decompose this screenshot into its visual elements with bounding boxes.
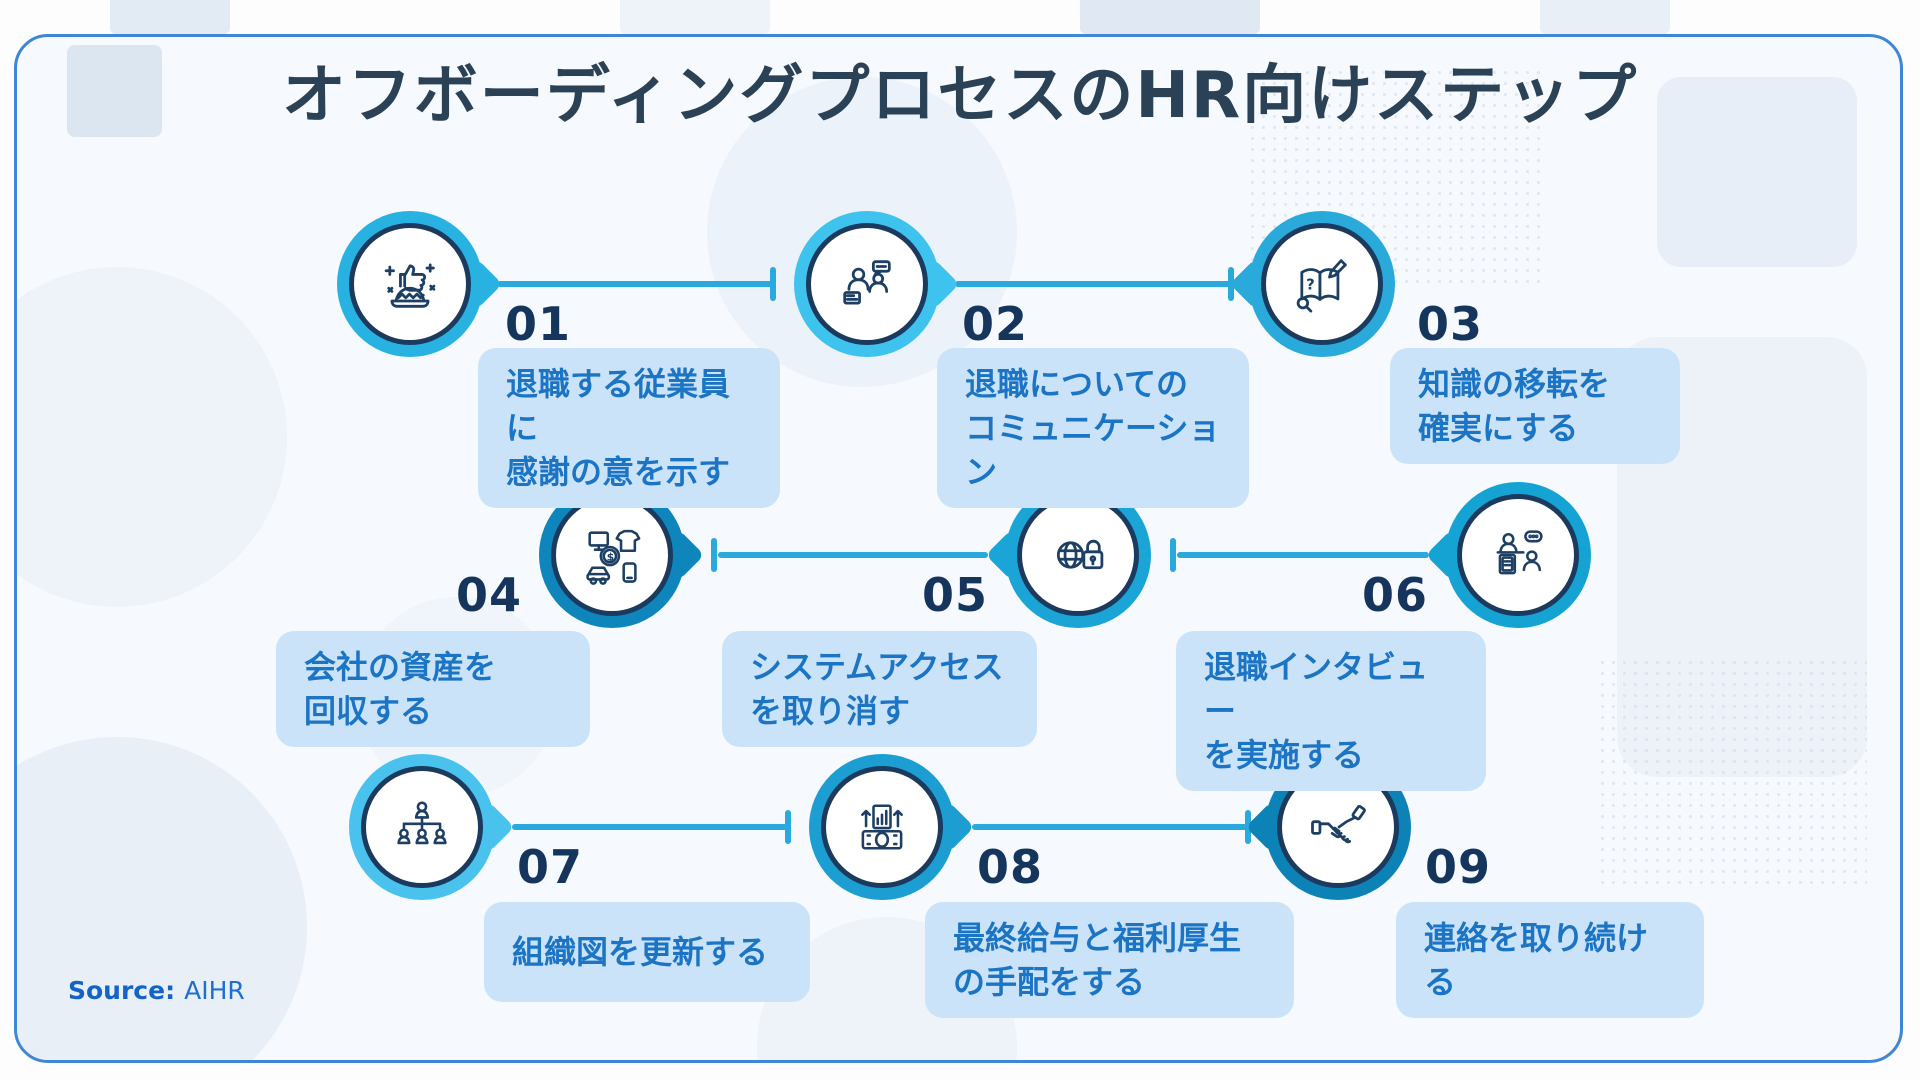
step-04-icon-circle: $: [551, 494, 673, 616]
step-03-icon-circle: ?: [1261, 223, 1383, 345]
step-05-label: システムアクセス を取り消す: [722, 631, 1037, 748]
background-decoration: [1597, 657, 1867, 887]
step-09-label: 連絡を取り続ける: [1396, 902, 1704, 1019]
step-08-icon-circle: [821, 766, 943, 888]
step-05-icon-circle: [1017, 494, 1139, 616]
connector-line: [972, 824, 1248, 830]
step-03-badge: ?: [1229, 211, 1395, 357]
step-03-number: 03: [1417, 297, 1484, 351]
connector-endcap: [711, 538, 717, 572]
background-decoration: [17, 737, 307, 1060]
step-01-badge: [337, 211, 503, 357]
source-value: AIHR: [184, 976, 245, 1005]
step-03-label: 知識の移転を 確実にする: [1390, 348, 1680, 465]
connector-endcap: [1170, 538, 1176, 572]
svg-text:?: ?: [1306, 275, 1315, 293]
company-assets-icon: $: [586, 529, 641, 585]
step-07-icon-circle: [361, 766, 483, 888]
communication-people-icon: [843, 260, 891, 305]
step-04-label: 会社の資産を 回収する: [276, 631, 590, 748]
step-06-number: 06: [1361, 568, 1428, 622]
step-05-number: 05: [921, 568, 988, 622]
step-01-number: 01: [505, 297, 572, 351]
exit-interview-icon: [1496, 530, 1543, 575]
step-07-badge: [349, 754, 515, 900]
background-decoration: [1657, 77, 1857, 267]
connector-line: [512, 824, 788, 830]
org-chart-icon: [397, 801, 447, 845]
step-08-badge: [809, 754, 975, 900]
step-02-label: 退職についての コミュニケーション: [937, 348, 1249, 509]
background-decoration: [110, 0, 230, 34]
step-06-label: 退職インタビュー を実施する: [1176, 631, 1486, 792]
background-decoration: [620, 0, 770, 34]
final-pay-benefits-icon: [861, 804, 903, 850]
knowledge-transfer-book-icon: ?: [1296, 259, 1347, 313]
connector-endcap: [1228, 267, 1234, 301]
svg-text:$: $: [607, 550, 614, 563]
source-line: Source: AIHR: [68, 976, 245, 1005]
background-decoration: [67, 45, 162, 137]
step-04-number: 04: [455, 568, 522, 622]
background-decoration: [17, 267, 287, 607]
step-06-badge: [1425, 482, 1591, 628]
step-06-icon-circle: [1457, 494, 1579, 616]
system-access-lock-icon: [1056, 539, 1104, 570]
connector-line: [497, 281, 773, 287]
appreciation-cake-icon: [384, 263, 436, 308]
source-label: Source:: [68, 976, 176, 1005]
connector-line: [718, 552, 988, 558]
connector-endcap: [770, 267, 776, 301]
step-07-number: 07: [517, 840, 584, 894]
page-title: オフボーディングプロセスのHR向けステップ: [281, 59, 1639, 133]
step-08-number: 08: [977, 840, 1044, 894]
handshake-icon: [1311, 804, 1366, 844]
step-08-label: 最終給与と福利厚生 の手配をする: [925, 902, 1294, 1019]
step-02-number: 02: [962, 297, 1029, 351]
step-01-label: 退職する従業員に 感謝の意を示す: [478, 348, 780, 509]
background-decoration: [1540, 0, 1670, 34]
step-01-icon-circle: [349, 223, 471, 345]
connector-line: [1177, 552, 1429, 558]
background-decoration: [1080, 0, 1260, 34]
step-09-number: 09: [1425, 840, 1492, 894]
connector-line: [955, 281, 1233, 287]
connector-endcap: [785, 810, 791, 844]
step-07-label: 組織図を更新する: [484, 902, 810, 1002]
step-02-badge: [794, 211, 960, 357]
step-02-icon-circle: [806, 223, 928, 345]
